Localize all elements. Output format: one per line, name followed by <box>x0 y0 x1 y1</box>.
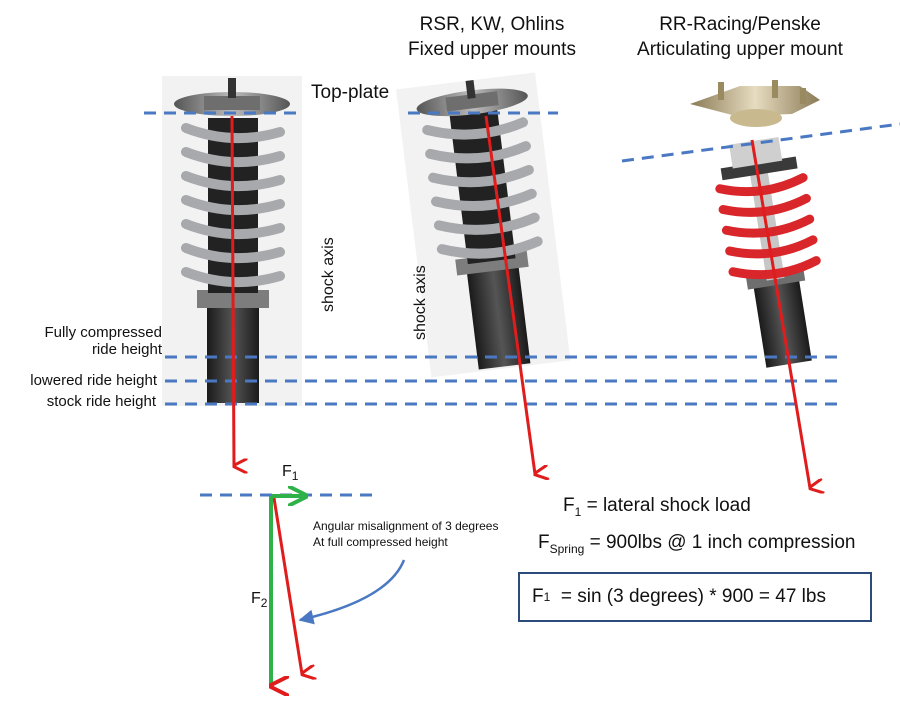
top-plate-label: Top-plate <box>311 82 390 103</box>
spring-definition: FSpring = 900lbs @ 1 inch compression <box>538 532 856 556</box>
header-articulating-mount: RR-Racing/Penske Articulating upper moun… <box>616 12 864 62</box>
misalignment-note: Angular misalignment of 3 degrees At ful… <box>313 518 498 550</box>
fully-compressed-line2: ride height <box>91 341 162 358</box>
shock-axis-arrow-right <box>750 139 810 488</box>
shock-3-coilover-red-articulating-icon <box>690 80 821 368</box>
misalignment-note-line2: At full compressed height <box>313 535 448 549</box>
misalignment-pointer-arrow <box>298 559 406 625</box>
f2-label: F2 <box>251 590 268 611</box>
force-diagram <box>269 496 406 686</box>
header-artic-line1: RR-Racing/Penske <box>659 14 821 35</box>
stock-ride-height-label: stock ride height <box>46 393 156 410</box>
shock-axis-label-left: shock axis <box>320 237 337 312</box>
header-fixed-mounts: RSR, KW, Ohlins Fixed upper mounts <box>404 12 580 62</box>
lowered-ride-height-label: lowered ride height <box>30 372 157 389</box>
f1-definition: F1 = lateral shock load <box>563 495 751 519</box>
header-fixed-line2: Fixed upper mounts <box>408 39 576 60</box>
header-artic-line2: Articulating upper mount <box>637 39 843 60</box>
header-fixed-line1: RSR, KW, Ohlins <box>419 14 565 35</box>
fully-compressed-line1: Fully compressed <box>44 324 162 341</box>
shock-axis-arrow-left <box>230 115 234 466</box>
shock-axis-label-middle: shock axis <box>412 265 429 340</box>
misaligned-axis-arrow <box>272 497 302 674</box>
shock-2-coilover-gray-tilted-icon <box>396 72 571 378</box>
shock-axis-arrow-middle <box>484 115 535 474</box>
f1-label: F1 <box>282 463 299 484</box>
top-plate-line-right-angled <box>621 122 900 163</box>
misalignment-note-line1: Angular misalignment of 3 degrees <box>313 519 499 533</box>
fully-compressed-label: Fully compressed ride height <box>0 324 162 358</box>
